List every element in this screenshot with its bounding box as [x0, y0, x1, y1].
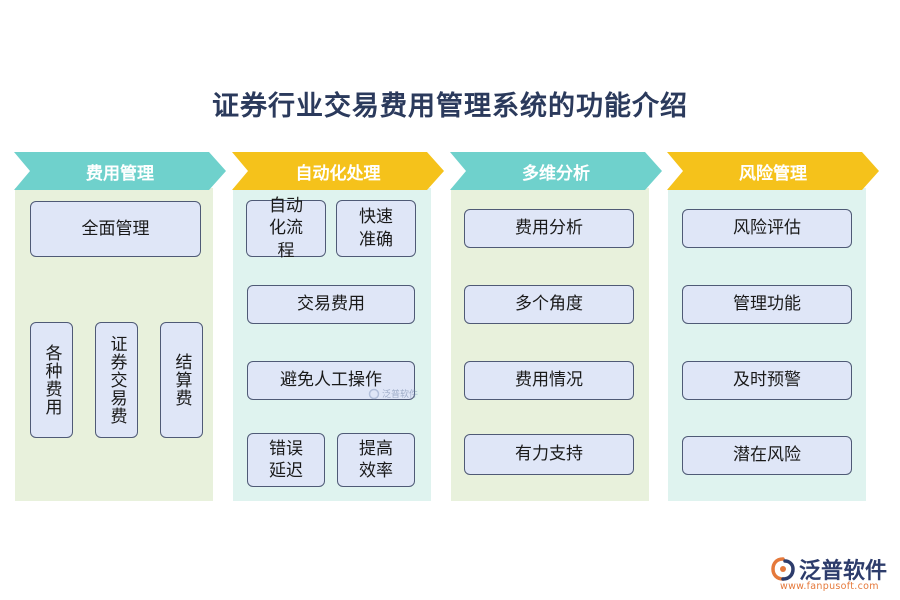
fanpu-logo-icon — [368, 388, 380, 399]
box-fee-analysis: 费用分析 — [464, 209, 634, 248]
box-fast-accurate: 快速准确 — [336, 200, 416, 257]
box-securities-trading-fee: 证券交易费 — [95, 322, 138, 438]
box-error-delay: 错误延迟 — [247, 433, 325, 487]
column-header-risk: 风险管理 — [667, 152, 879, 190]
box-improve-efficiency: 提高效率 — [337, 433, 415, 487]
box-multiple-angles: 多个角度 — [464, 285, 634, 324]
box-fee-situation: 费用情况 — [464, 361, 634, 400]
box-comprehensive-management: 全面管理 — [30, 201, 201, 257]
box-management-function: 管理功能 — [682, 285, 852, 324]
box-strong-support: 有力支持 — [464, 434, 634, 475]
brand-logo: 泛普软件 — [770, 553, 887, 585]
box-avoid-manual-operation: 避免人工操作 — [247, 361, 415, 400]
box-risk-assessment: 风险评估 — [682, 209, 852, 248]
box-automated-process: 自动化流程 — [246, 196, 326, 261]
box-various-fees: 各种费用 — [30, 322, 73, 438]
watermark: 泛普软件 — [368, 387, 418, 400]
column-header-automation: 自动化处理 — [232, 152, 444, 190]
column-header-analysis: 多维分析 — [450, 152, 662, 190]
box-trading-fees: 交易费用 — [247, 285, 415, 324]
watermark-text: 泛普软件 — [382, 390, 419, 400]
box-settlement-fee: 结算费 — [160, 322, 203, 438]
brand-url: www.fanpusoft.com — [780, 581, 879, 592]
fanpu-logo-icon — [771, 557, 795, 581]
brand-logo-text: 泛普软件 — [799, 559, 888, 584]
page-title: 证券行业交易费用管理系统的功能介绍 — [212, 91, 688, 122]
column-header-expense-management: 费用管理 — [14, 152, 226, 190]
box-timely-warning: 及时预警 — [682, 361, 852, 400]
box-potential-risk: 潜在风险 — [682, 436, 852, 475]
